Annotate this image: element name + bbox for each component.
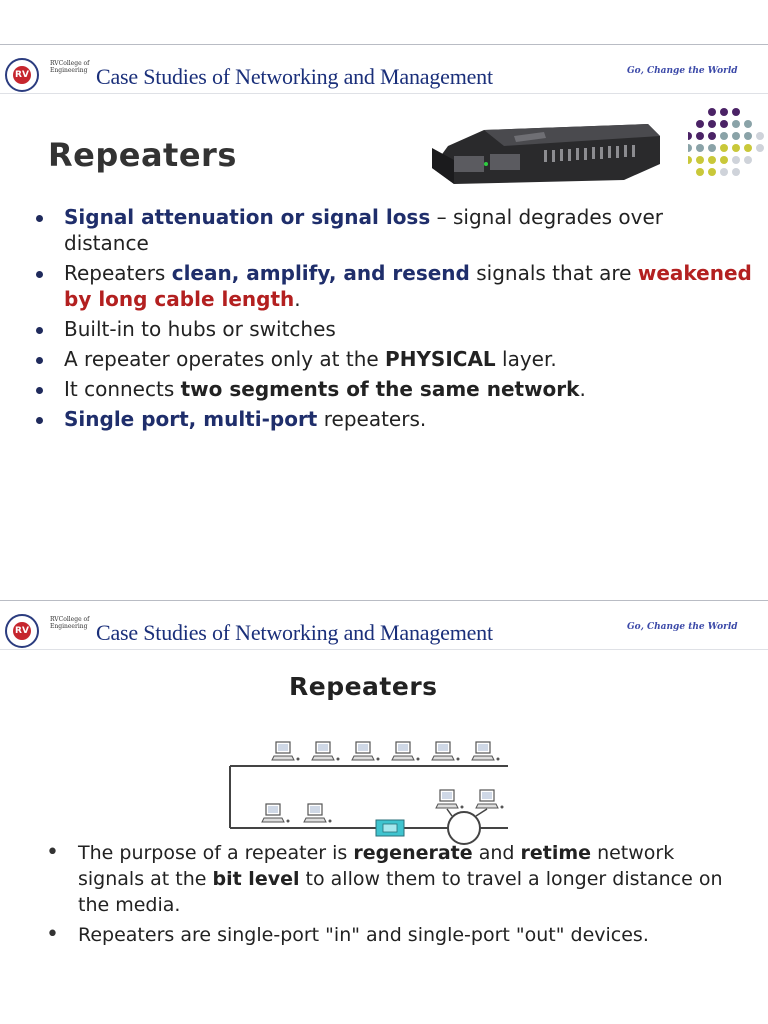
bullet-text: clean, amplify, and resend [171,261,470,285]
bullet-text: Single port, multi-port [64,407,318,431]
college-name: RVCollege of Engineering [50,60,90,74]
header-tagline: Go, Change the World [627,622,738,632]
slide-title: Repeaters [48,136,237,174]
slide-1: RV RVCollege of Engineering Case Studies… [0,44,768,436]
logo-text: RV [13,66,31,84]
header-top-rule [0,600,768,601]
logo-text: RV [13,622,31,640]
bullet-text: weakened by long cable length [64,261,752,311]
bullet-text: A repeater operates only at the [64,347,386,371]
slide-header: RV RVCollege of Engineering Case Studies… [0,44,768,94]
college-logo-icon: RV [5,614,39,648]
bullet-item: The purpose of a repeater is regenerate … [42,840,742,918]
bullet-item: Signal attenuation or signal loss – sign… [32,204,752,256]
bullet-text: bit level [212,868,300,890]
bullet-item: Single port, multi-port repeaters. [32,406,752,432]
bullet-item: It connects two segments of the same net… [32,376,752,402]
header-title: Case Studies of Networking and Managemen… [96,64,493,89]
network-diagram [229,741,508,845]
bullet-text: Signal attenuation or signal loss [64,205,431,229]
bullet-text: retime [520,842,592,864]
bullet-text: Built-in to hubs or switches [64,317,336,341]
bullet-item: Repeaters clean, amplify, and resend sig… [32,260,752,312]
decorative-dots [688,108,764,176]
bullet-text: repeaters. [317,407,427,431]
repeater-device-image [432,124,660,184]
bullet-text: network signals at the [78,842,675,890]
header-top-rule [0,44,768,45]
bullet-list: The purpose of a repeater is regenerate … [42,840,742,952]
bullet-text: two segments of the same network [180,377,580,401]
header-title: Case Studies of Networking and Managemen… [96,620,493,645]
bullet-text: signals that are [469,261,638,285]
bullet-text: The purpose of a repeater is [78,842,354,864]
bullet-text: to allow them to travel a longer distanc… [78,868,723,916]
bullet-text: Repeaters are single-port "in" and singl… [78,924,649,946]
bullet-item: Built-in to hubs or switches [32,316,752,342]
bullet-text: and [472,842,521,864]
bullet-text: PHYSICAL [385,347,496,371]
college-logo-icon: RV [5,58,39,92]
bullet-text: Repeaters [64,261,172,285]
college-name: RVCollege of Engineering [50,616,90,630]
bullet-text: . [294,287,301,311]
header-tagline: Go, Change the World [627,66,738,76]
bullet-item: Repeaters are single-port "in" and singl… [42,922,742,948]
bullet-list: Signal attenuation or signal loss – sign… [32,204,752,436]
bullet-text: It connects [64,377,181,401]
bullet-text: – signal degrades over distance [64,205,664,255]
slide-2: RV RVCollege of Engineering Case Studies… [0,512,768,1024]
bullet-text: . [579,377,586,401]
header-bottom-rule [0,93,768,94]
slide-title: Repeaters [289,672,438,701]
bullet-text: regenerate [353,842,473,864]
slide-header: RV RVCollege of Engineering Case Studies… [0,600,768,650]
bullet-text: layer. [495,347,557,371]
header-bottom-rule [0,649,768,650]
bullet-item: A repeater operates only at the PHYSICAL… [32,346,752,372]
